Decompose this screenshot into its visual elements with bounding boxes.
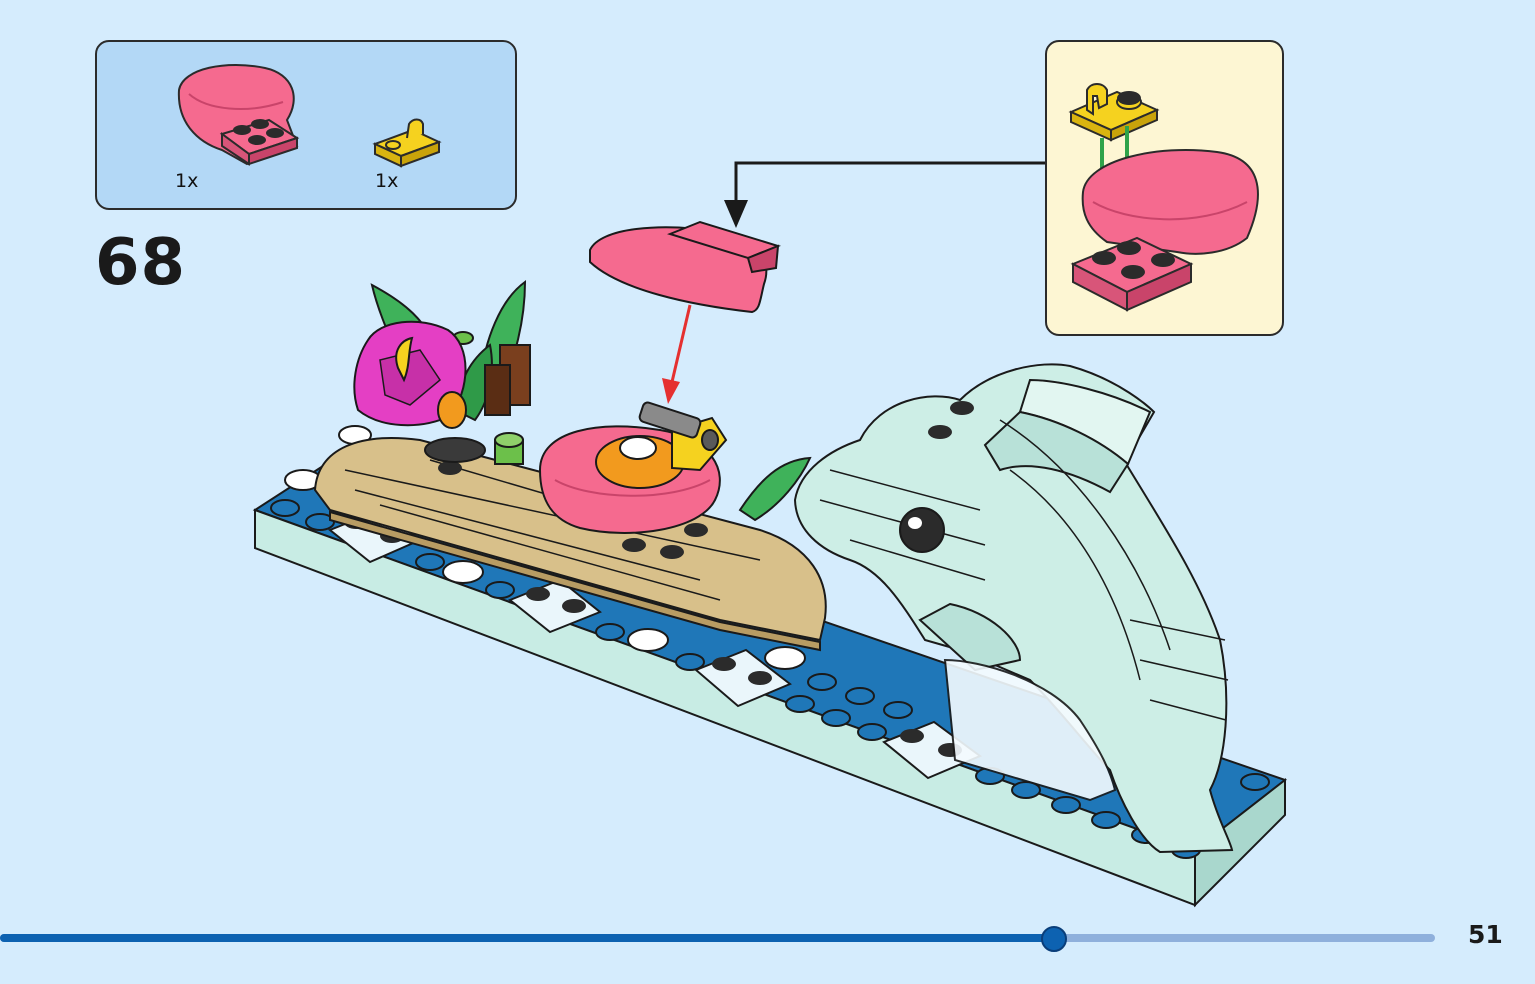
- pink-shell-piece-icon: [589, 220, 782, 314]
- pink-shell-plate-icon: [177, 63, 300, 166]
- red-arrow-icon: [662, 304, 692, 404]
- page-number: 51: [1468, 920, 1503, 949]
- pink-shell-plate-icon: [1070, 148, 1259, 312]
- yellow-clip-plate-icon: [372, 118, 442, 168]
- parts-graphics: [177, 63, 442, 168]
- step-number: 68: [95, 226, 187, 300]
- progress-thumb[interactable]: [1041, 926, 1067, 952]
- page-progress-bar[interactable]: [0, 926, 1440, 952]
- dolphin: [793, 363, 1234, 854]
- pink-shell-seat: [538, 401, 728, 534]
- yellow-clip-plate-icon: [1068, 83, 1160, 142]
- clear-tile: [328, 508, 983, 780]
- part-quantity: 1x: [175, 170, 199, 192]
- build-illustration: [252, 161, 1288, 908]
- part-quantity: 1x: [375, 170, 399, 192]
- tan-rock: [313, 437, 827, 652]
- magenta-flower: [353, 320, 486, 463]
- subassembly-graphics: [1068, 83, 1259, 312]
- subassembly-callout: [1045, 40, 1284, 336]
- progress-fill: [0, 934, 1053, 942]
- parts-list-box: 1x 1x: [95, 40, 517, 210]
- callout-arrow-icon: [724, 161, 1045, 228]
